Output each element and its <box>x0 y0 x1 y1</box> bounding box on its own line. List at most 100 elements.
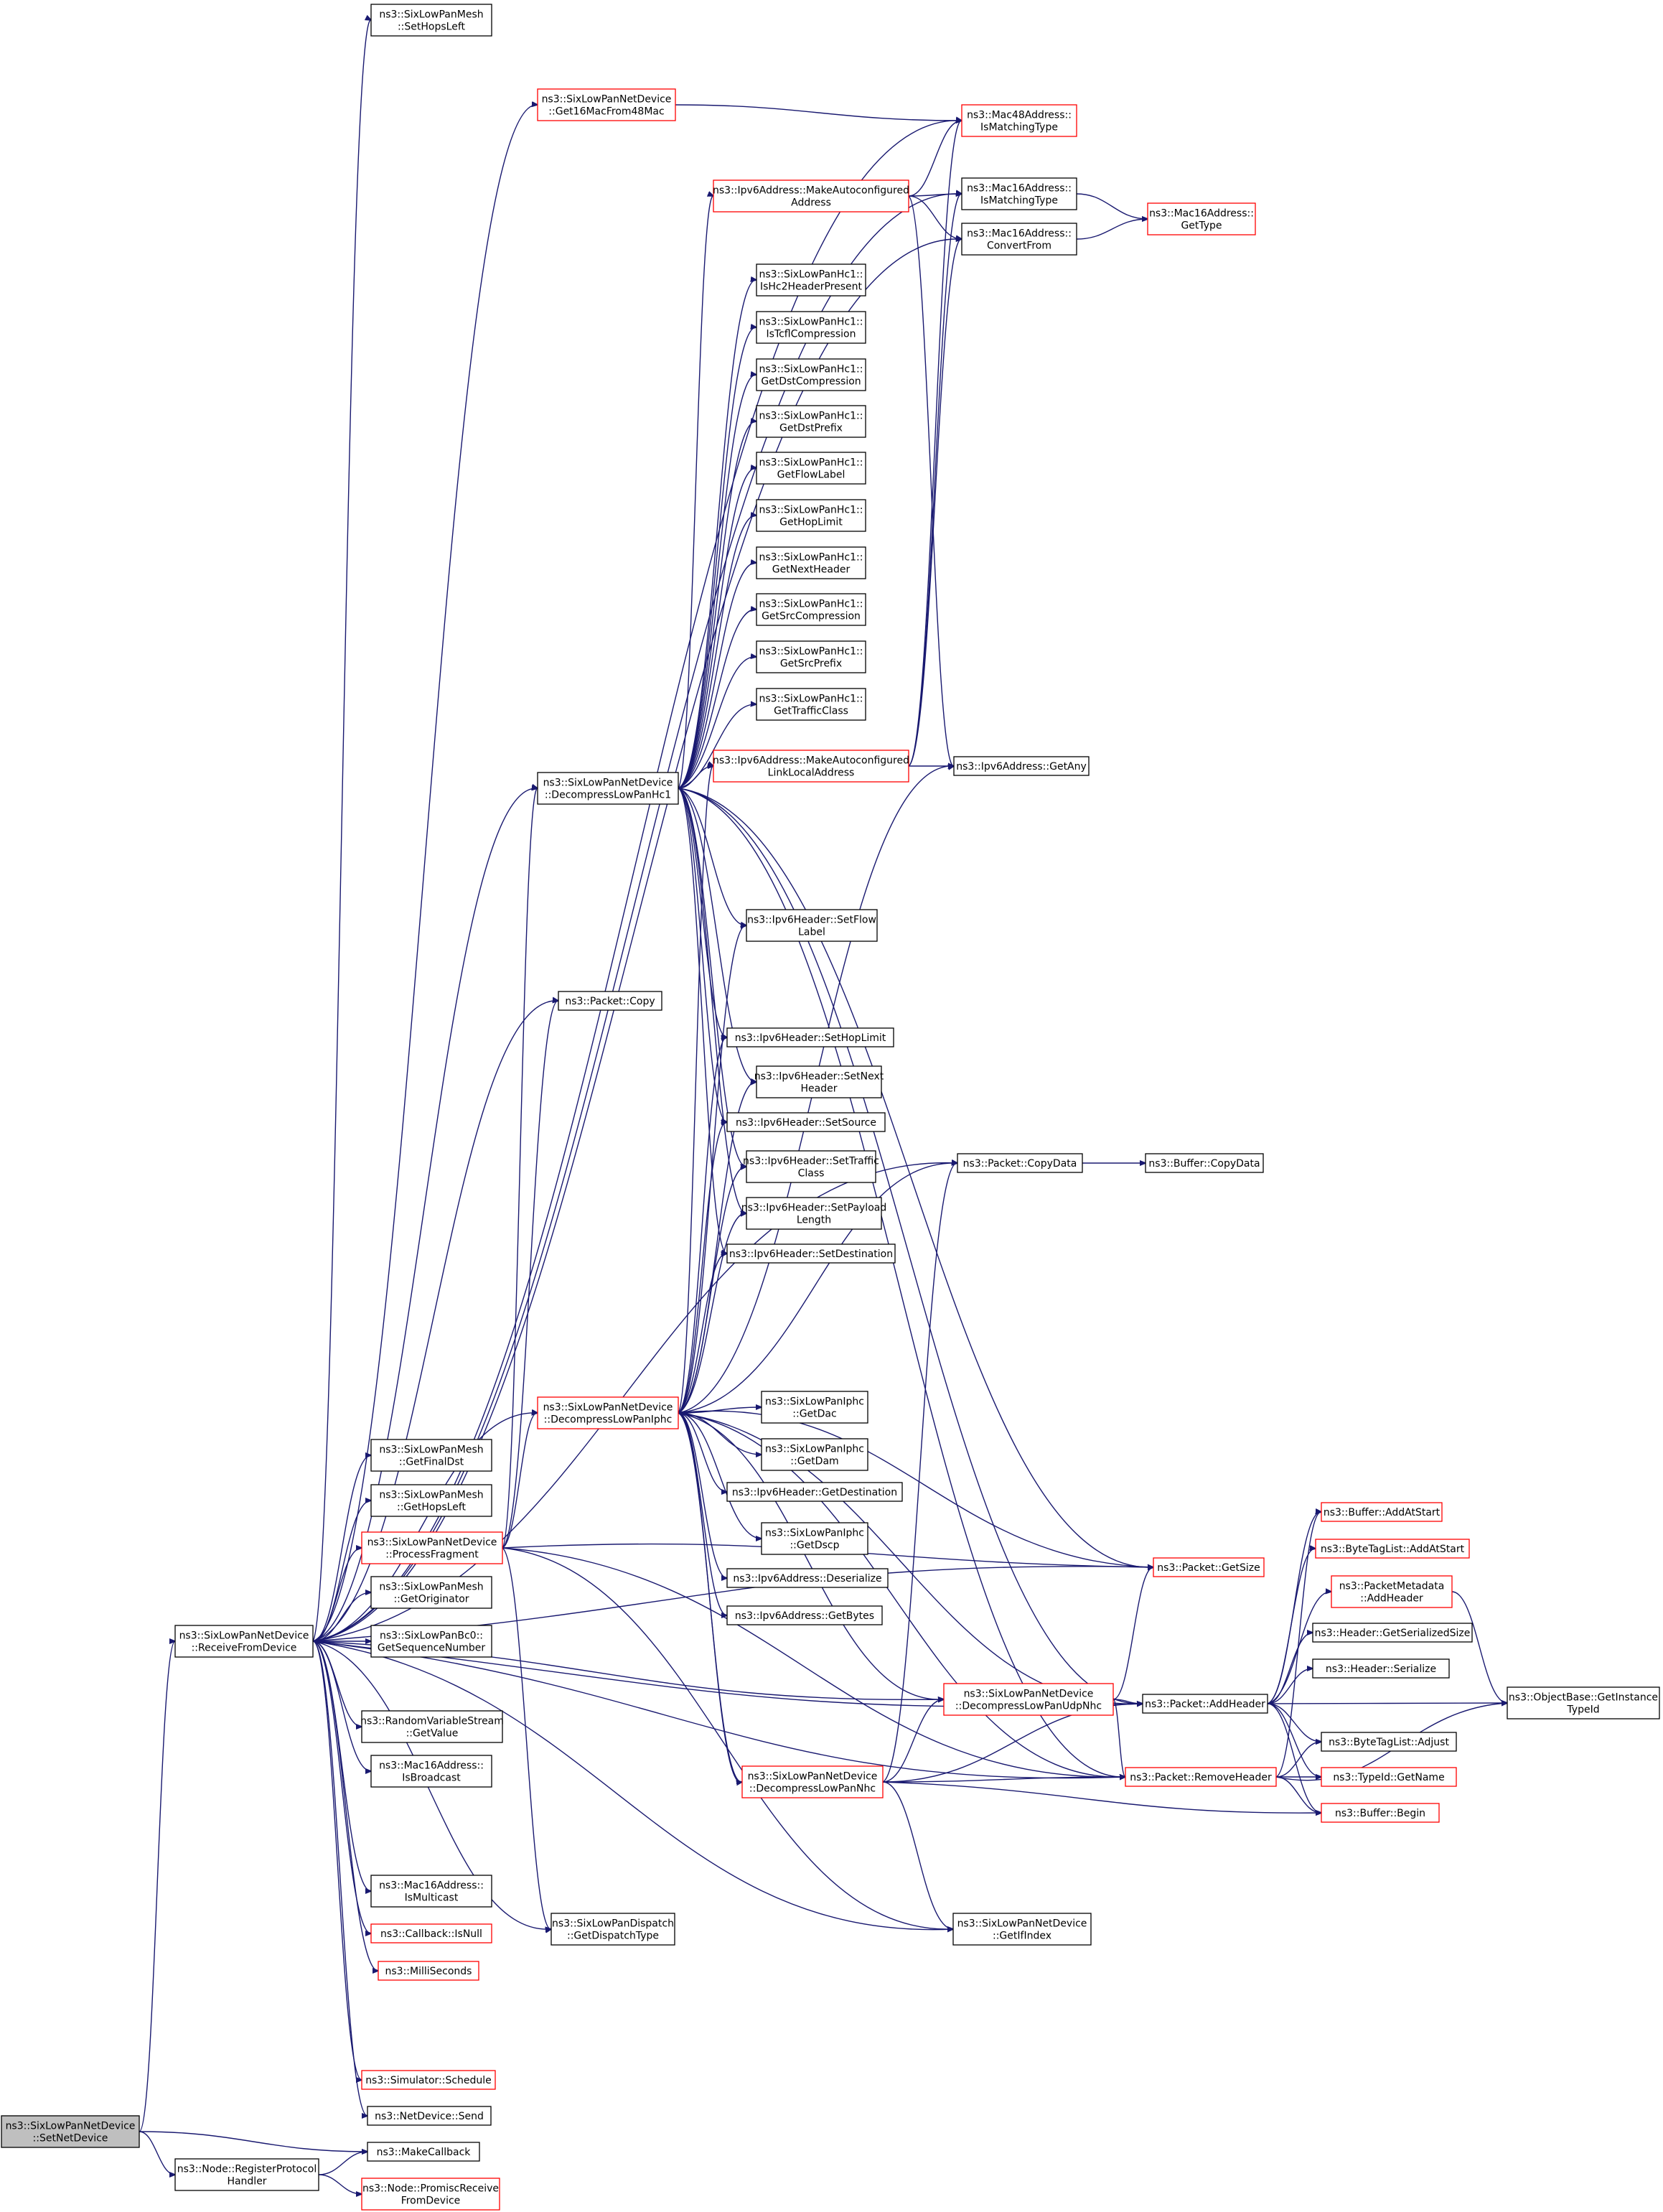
node-ipv6-makeautoconfiguredlinklocal[interactable]: ns3::Ipv6Address::MakeAutoconfiguredLink… <box>713 750 909 783</box>
node-packetmetadata-addheader[interactable]: ns3::PacketMetadata::AddHeader <box>1331 1575 1453 1608</box>
node-milliseconds[interactable]: ns3::MilliSeconds <box>378 1961 479 1981</box>
node-mac48-ismatchingtype[interactable]: ns3::Mac48Address::IsMatchingType <box>961 104 1077 137</box>
node-buffer-copydata[interactable]: ns3::Buffer::CopyData <box>1145 1153 1264 1173</box>
node-box <box>558 991 662 1011</box>
node-mac16-isbroadcast[interactable]: ns3::Mac16Address::IsBroadcast <box>370 1755 492 1788</box>
node-decompresslowpanudpnhc[interactable]: ns3::SixLowPanNetDevice::DecompressLowPa… <box>943 1683 1114 1716</box>
node-label-line: ::SetHopsLeft <box>398 22 466 33</box>
node-box <box>961 223 1077 256</box>
node-decompresslowpanhc1[interactable]: ns3::SixLowPanNetDevice::DecompressLowPa… <box>537 772 679 805</box>
node-makecallback[interactable]: ns3::MakeCallback <box>367 2142 480 2162</box>
node-box <box>370 1875 492 1908</box>
node-packet-removeheader[interactable]: ns3::Packet::RemoveHeader <box>1125 1767 1277 1787</box>
node-mesh-getoriginator[interactable]: ns3::SixLowPanMesh::GetOriginator <box>370 1576 492 1609</box>
node-hc1-gethoplimit[interactable]: ns3::SixLowPanHc1::GetHopLimit <box>756 499 866 532</box>
node-header-serialize[interactable]: ns3::Header::Serialize <box>1312 1658 1450 1679</box>
node-ipv6hdr-sethoplimit[interactable]: ns3::Ipv6Header::SetHopLimit <box>726 1027 894 1047</box>
node-receivefromdevice[interactable]: ns3::SixLowPanNetDevice::ReceiveFromDevi… <box>174 1625 314 1658</box>
call-edge-ipv6_makeautoconfiguredlinklocal-to-mac16_convertfrom <box>908 239 962 767</box>
node-randomvariablestream-getvalue[interactable]: ns3::RandomVariableStream::GetValue <box>360 1710 504 1743</box>
node-hc1-getsrccompression[interactable]: ns3::SixLowPanHc1::GetSrcCompression <box>756 593 866 626</box>
node-label-line: ns3::MilliSeconds <box>385 1966 472 1977</box>
node-mac16-ismulticast[interactable]: ns3::Mac16Address::IsMulticast <box>370 1875 492 1908</box>
node-iphc-getdam[interactable]: ns3::SixLowPanIphc::GetDam <box>761 1438 868 1471</box>
node-simulator-schedule[interactable]: ns3::Simulator::Schedule <box>361 2070 496 2090</box>
node-hc1-getnextheader[interactable]: ns3::SixLowPanHc1::GetNextHeader <box>756 546 866 579</box>
node-ipv6hdr-getdestination[interactable]: ns3::Ipv6Header::GetDestination <box>726 1482 903 1502</box>
node-label-line: ns3::SixLowPanMesh <box>379 1490 483 1501</box>
node-hc1-getdstprefix[interactable]: ns3::SixLowPanHc1::GetDstPrefix <box>756 405 866 438</box>
call-edge-receivefromdevice-to-packet_removeheader <box>312 1641 1125 1778</box>
node-label-line: ns3::Ipv6Header::SetHopLimit <box>735 1032 886 1044</box>
node-hc1-getdstcompression[interactable]: ns3::SixLowPanHc1::GetDstCompression <box>756 358 866 391</box>
node-label-line: ns3::Buffer::AddAtStart <box>1324 1507 1441 1518</box>
node-hc1-ishc2headerpresent[interactable]: ns3::SixLowPanHc1::IsHc2HeaderPresent <box>756 263 866 297</box>
node-bc0-getsequencenumber[interactable]: ns3::SixLowPanBc0::GetSequenceNumber <box>370 1625 492 1658</box>
node-callback-isnull[interactable]: ns3::Callback::IsNull <box>370 1923 492 1943</box>
node-ipv6hdr-setdestination[interactable]: ns3::Ipv6Header::SetDestination <box>726 1243 896 1264</box>
node-mac16-gettype[interactable]: ns3::Mac16Address::GetType <box>1147 202 1256 235</box>
node-box <box>961 104 1077 137</box>
call-edge-decompresslowpaniphc-to-ipv6hdr_setflowlabel <box>678 925 746 1414</box>
node-label-line: ns3::Node::PromiscReceive <box>362 2183 499 2195</box>
node-box <box>1315 1539 1470 1559</box>
node-label-line: ns3::Ipv6Address::MakeAutoconfigured <box>713 755 909 767</box>
node-mesh-gethopsleft[interactable]: ns3::SixLowPanMesh::GetHopsLeft <box>370 1484 492 1517</box>
node-box <box>370 1755 492 1788</box>
node-packet-copydata[interactable]: ns3::Packet::CopyData <box>957 1153 1083 1173</box>
node-typeid-getname[interactable]: ns3::TypeId::GetName <box>1321 1767 1457 1787</box>
node-mac16-ismatchingtype[interactable]: ns3::Mac16Address::IsMatchingType <box>961 177 1077 210</box>
node-box <box>370 4 492 37</box>
node-label-line: ::GetValue <box>406 1728 459 1740</box>
node-get16macfrom48mac[interactable]: ns3::SixLowPanNetDevice::Get16MacFrom48M… <box>537 88 676 121</box>
node-bytetaglist-addatstart[interactable]: ns3::ByteTagList::AddAtStart <box>1315 1539 1470 1559</box>
node-header-getserializedsize[interactable]: ns3::Header::GetSerializedSize <box>1312 1623 1473 1643</box>
node-processfragment[interactable]: ns3::SixLowPanNetDevice::ProcessFragment <box>361 1531 503 1564</box>
node-label-line: ns3::Callback::IsNull <box>380 1928 482 1940</box>
node-mesh-getfinaldst[interactable]: ns3::SixLowPanMesh::GetFinalDst <box>370 1439 492 1472</box>
node-iphc-getdac[interactable]: ns3::SixLowPanIphc::GetDac <box>761 1391 868 1424</box>
node-netdevice-send[interactable]: ns3::NetDevice::Send <box>367 2106 492 2126</box>
node-packet-addheader[interactable]: ns3::Packet::AddHeader <box>1142 1694 1268 1714</box>
call-edge-decompresslowpanhc1-to-hc1_getdstprefix <box>678 421 756 789</box>
call-edge-packet_addheader-to-objectbase_getinstancetypeid <box>1267 1703 1507 1704</box>
node-label-line: IsMulticast <box>405 1893 459 1904</box>
call-edge-decompresslowpanhc1-to-hc1_gethoplimit <box>678 515 756 789</box>
node-buffer-begin[interactable]: ns3::Buffer::Begin <box>1321 1803 1440 1823</box>
node-mesh-sethopsleft[interactable]: ns3::SixLowPanMesh::SetHopsLeft <box>370 4 492 37</box>
call-edge-decompresslowpaniphc-to-decompresslowpannhc <box>678 1412 742 1782</box>
call-edge-decompresslowpaniphc-to-ipv6hdr_getdestination <box>678 1412 727 1492</box>
node-hc1-getsrcprefix[interactable]: ns3::SixLowPanHc1::GetSrcPrefix <box>756 640 866 673</box>
node-ipv6-deserialize[interactable]: ns3::Ipv6Address::Deserialize <box>726 1568 889 1588</box>
node-getifindex[interactable]: ns3::SixLowPanNetDevice::GetIfIndex <box>952 1913 1092 1946</box>
node-buffer-addatstart[interactable]: ns3::Buffer::AddAtStart <box>1321 1502 1443 1522</box>
node-dispatch-getdispatchtype[interactable]: ns3::SixLowPanDispatch::GetDispatchType <box>551 1913 675 1946</box>
node-ipv6hdr-setsource[interactable]: ns3::Ipv6Header::SetSource <box>726 1112 886 1132</box>
node-label-line: Address <box>791 197 831 209</box>
node-ipv6-getany[interactable]: ns3::Ipv6Address::GetAny <box>953 756 1090 776</box>
node-mac16-convertfrom[interactable]: ns3::Mac16Address::ConvertFrom <box>961 223 1077 256</box>
node-setnetdevice[interactable]: ns3::SixLowPanNetDevice::SetNetDevice <box>1 2115 140 2148</box>
node-packet-getsize[interactable]: ns3::Packet::GetSize <box>1153 1557 1265 1577</box>
node-packet-copy[interactable]: ns3::Packet::Copy <box>558 991 662 1011</box>
node-hc1-getflowlabel[interactable]: ns3::SixLowPanHc1::GetFlowLabel <box>756 452 866 485</box>
call-edge-ipv6_makeautoconfiguredaddress-to-ipv6_getany <box>908 195 954 766</box>
node-bytetaglist-adjust[interactable]: ns3::ByteTagList::Adjust <box>1321 1732 1457 1752</box>
call-edge-decompresslowpanhc1-to-ipv6hdr_setflowlabel <box>678 788 746 925</box>
node-ipv6-makeautoconfiguredaddress[interactable]: ns3::Ipv6Address::MakeAutoconfiguredAddr… <box>713 179 909 213</box>
node-decompresslowpaniphc[interactable]: ns3::SixLowPanNetDevice::DecompressLowPa… <box>537 1396 679 1429</box>
node-iphc-getdscp[interactable]: ns3::SixLowPanIphc::GetDscp <box>761 1522 868 1555</box>
node-ipv6-getbytes[interactable]: ns3::Ipv6Address::GetBytes <box>726 1605 883 1625</box>
node-decompresslowpannhc[interactable]: ns3::SixLowPanNetDevice::DecompressLowPa… <box>741 1765 884 1798</box>
node-hc1-gettrafficclass[interactable]: ns3::SixLowPanHc1::GetTrafficClass <box>756 688 866 721</box>
node-hc1-istcflcompression[interactable]: ns3::SixLowPanHc1::IsTcflCompression <box>756 311 866 344</box>
node-label-line: IsBroadcast <box>402 1773 461 1784</box>
